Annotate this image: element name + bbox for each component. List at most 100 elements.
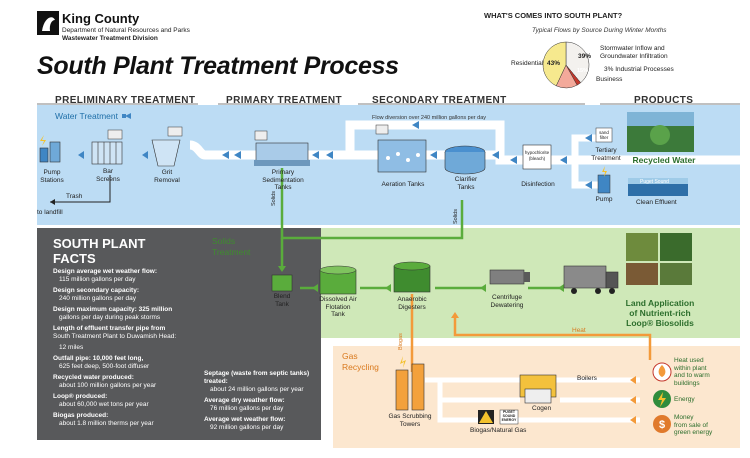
- hypochlorite-tank-icon: [522, 144, 552, 170]
- aeration-label: Aeration Tanks: [381, 181, 425, 188]
- heat-label: Heat: [572, 327, 586, 334]
- cogen-icon: [524, 388, 552, 404]
- pse-logo-icon: [499, 409, 519, 425]
- pie-pct-stormwater: 39%: [578, 53, 592, 60]
- clarifier-tank-icon: [444, 145, 486, 175]
- fact-item: Average wet weather flow:92 million gall…: [204, 416, 286, 431]
- facts-list: Design average wet weather flow:115 mill…: [53, 268, 193, 428]
- energy-bolt-icon: [653, 390, 671, 408]
- fact-item: Outfall pipe: 10,000 feet long,625 feet …: [53, 355, 150, 370]
- fact-item: Average dry weather flow:76 million gall…: [204, 397, 285, 412]
- gas-band-label-2: Recycling: [342, 362, 379, 372]
- section-preliminary: PRELIMINARY TREATMENT: [55, 95, 196, 106]
- heat-loop-line: [453, 315, 652, 360]
- truck-icon: [563, 265, 619, 294]
- biogas-pse-icon: [478, 410, 494, 424]
- solids-vertical-label-2: Solids: [453, 209, 459, 224]
- centrifuge-icon: [489, 269, 530, 285]
- dept-name: Department of Natural Resources and Park…: [62, 27, 190, 34]
- trash-line: [50, 175, 111, 203]
- trash-label: Trash: [66, 193, 83, 200]
- gas-band-label-1: Gas: [342, 351, 358, 361]
- pie-label-business: Business: [596, 76, 623, 83]
- bar-screens-icon: [91, 129, 123, 165]
- solids-band-label-2: Treatment: [212, 247, 251, 257]
- primary-sedimentation-icon: [254, 130, 310, 166]
- fact-item: 12 miles: [59, 344, 84, 351]
- water-flow-arrows: [78, 113, 592, 189]
- org-name: King County: [62, 11, 140, 26]
- solids-vertical-label: Solids: [271, 191, 277, 206]
- king-county-logo-icon: [37, 11, 59, 35]
- pie-slice: [565, 41, 590, 84]
- pie-label-stormwater-2: Groundwater Infiltration: [600, 53, 668, 60]
- section-products: PRODUCTS: [634, 95, 694, 106]
- pump-label: Pump: [595, 196, 613, 203]
- facts-panel: [37, 228, 321, 440]
- pump-icon: [597, 166, 611, 194]
- aeration-tanks-icon: [375, 124, 427, 173]
- hypochlorite-label: hypochlorite(bleach): [524, 150, 550, 161]
- biogas-natural-gas-label: Biogas/Natural Gas: [470, 427, 527, 434]
- pie-label-stormwater-1: Stormwater Inflow and: [600, 45, 665, 52]
- pie-title: WHAT'S COMES INTO SOUTH PLANT?: [484, 11, 623, 20]
- land-application-photos: [626, 233, 692, 285]
- sand-filter-icon: [595, 127, 613, 143]
- fact-item: Loop® produced:about 60,000 wet tons per…: [53, 393, 149, 408]
- pie-pct-residential: 43%: [547, 60, 561, 67]
- puget-sound-label: Puget Sound: [640, 179, 669, 185]
- flame-icon: [652, 362, 672, 382]
- flow-diversion-label: Flow diversion over 240 million gallons …: [372, 115, 487, 121]
- section-primary: PRIMARY TREATMENT: [226, 95, 343, 106]
- to-landfill-label: to landfill: [37, 209, 63, 216]
- gas-scrubbing-towers-icon: [395, 356, 425, 411]
- clean-effluent-label: Clean Effluent: [636, 199, 677, 206]
- recycled-water-label: Recycled Water: [632, 155, 696, 165]
- fact-item: Biogas produced:about 1.8 million therms…: [53, 412, 154, 427]
- page-title: South Plant Treatment Process: [37, 52, 399, 80]
- puget-sound-photo: [628, 178, 688, 196]
- disinfection-label: Disinfection: [521, 181, 555, 188]
- svg-text:$: $: [659, 419, 665, 431]
- fact-item: Septage (waste from septic tanks) treate…: [204, 370, 310, 393]
- pie-pct-business: 15%: [577, 68, 589, 74]
- fact-item: Design average wet weather flow:115 mill…: [53, 268, 158, 283]
- money-icon: $: [653, 415, 671, 433]
- blend-tank-icon: [271, 274, 293, 292]
- recycled-water-photo: [627, 112, 694, 152]
- biogas-vertical-label: Biogas: [398, 333, 404, 350]
- flow-pie-chart: [542, 41, 590, 89]
- facts-list-2: Septage (waste from septic tanks) treate…: [204, 370, 319, 432]
- pump-station-icon: [39, 135, 61, 163]
- energy-label: Energy: [674, 396, 695, 403]
- solids-pipe: [280, 168, 464, 240]
- water-band-label: Water Treatment: [55, 111, 118, 121]
- fact-item: Recycled water produced:about 100 millio…: [53, 374, 157, 389]
- pie-label-residential: Residential: [511, 60, 544, 67]
- anaerobic-digesters-icon: [393, 261, 431, 293]
- pie-subtitle: Typical Flows by Source During Winter Mo…: [532, 27, 667, 34]
- cogen-label: Cogen: [532, 405, 552, 412]
- division-name: Wastewater Treatment Division: [62, 35, 158, 42]
- solids-band-label-1: Solids: [212, 236, 236, 246]
- boilers-label: Boilers: [577, 375, 597, 382]
- pie-label-industrial: 3% Industrial Processes: [604, 66, 674, 73]
